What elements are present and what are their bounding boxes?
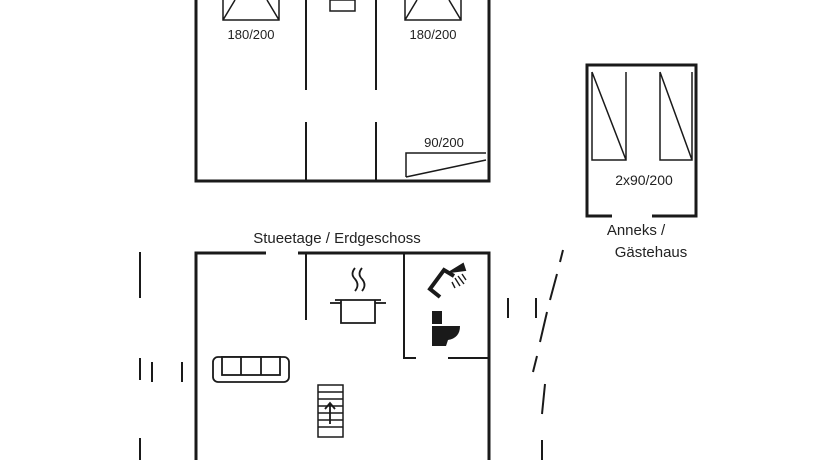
stairs-icon: [317, 384, 344, 438]
ground-floor-wall-top-left: [194, 251, 266, 460]
upper-floor-walls: [194, 0, 491, 183]
sofa-icon: [212, 356, 290, 383]
toilet-icon: [432, 311, 460, 346]
double-bed-icon: [222, 0, 280, 21]
bathroom-partition: [403, 253, 489, 359]
shower-icon: [427, 262, 467, 299]
cabinet-icon: [329, 0, 356, 12]
single-bed-icon: [659, 71, 693, 161]
cooking-pot-icon: [330, 267, 386, 324]
bed-size-label: 90/200: [424, 135, 464, 150]
ground-floor: [139, 249, 564, 460]
terrace-line: [541, 383, 546, 415]
single-bed-icon: [405, 152, 487, 178]
bed-size-label: 180/200: [228, 27, 275, 42]
bed-size-label: 180/200: [410, 27, 457, 42]
annex-title-line2: Gästehaus: [615, 244, 688, 261]
single-bed-icon: [591, 71, 627, 161]
annex-title-line1: Anneks /: [607, 222, 666, 239]
annex: [585, 63, 698, 218]
double-bed-icon: [404, 0, 462, 21]
ground-floor-title: Stueetage / Erdgeschoss: [253, 230, 421, 247]
annex-bed-label: 2x90/200: [615, 172, 673, 188]
ground-floor-wall-top-right: [298, 251, 491, 460]
annex-walls: [585, 63, 698, 218]
terrace-line: [532, 249, 564, 373]
upper-floor: [194, 0, 491, 183]
